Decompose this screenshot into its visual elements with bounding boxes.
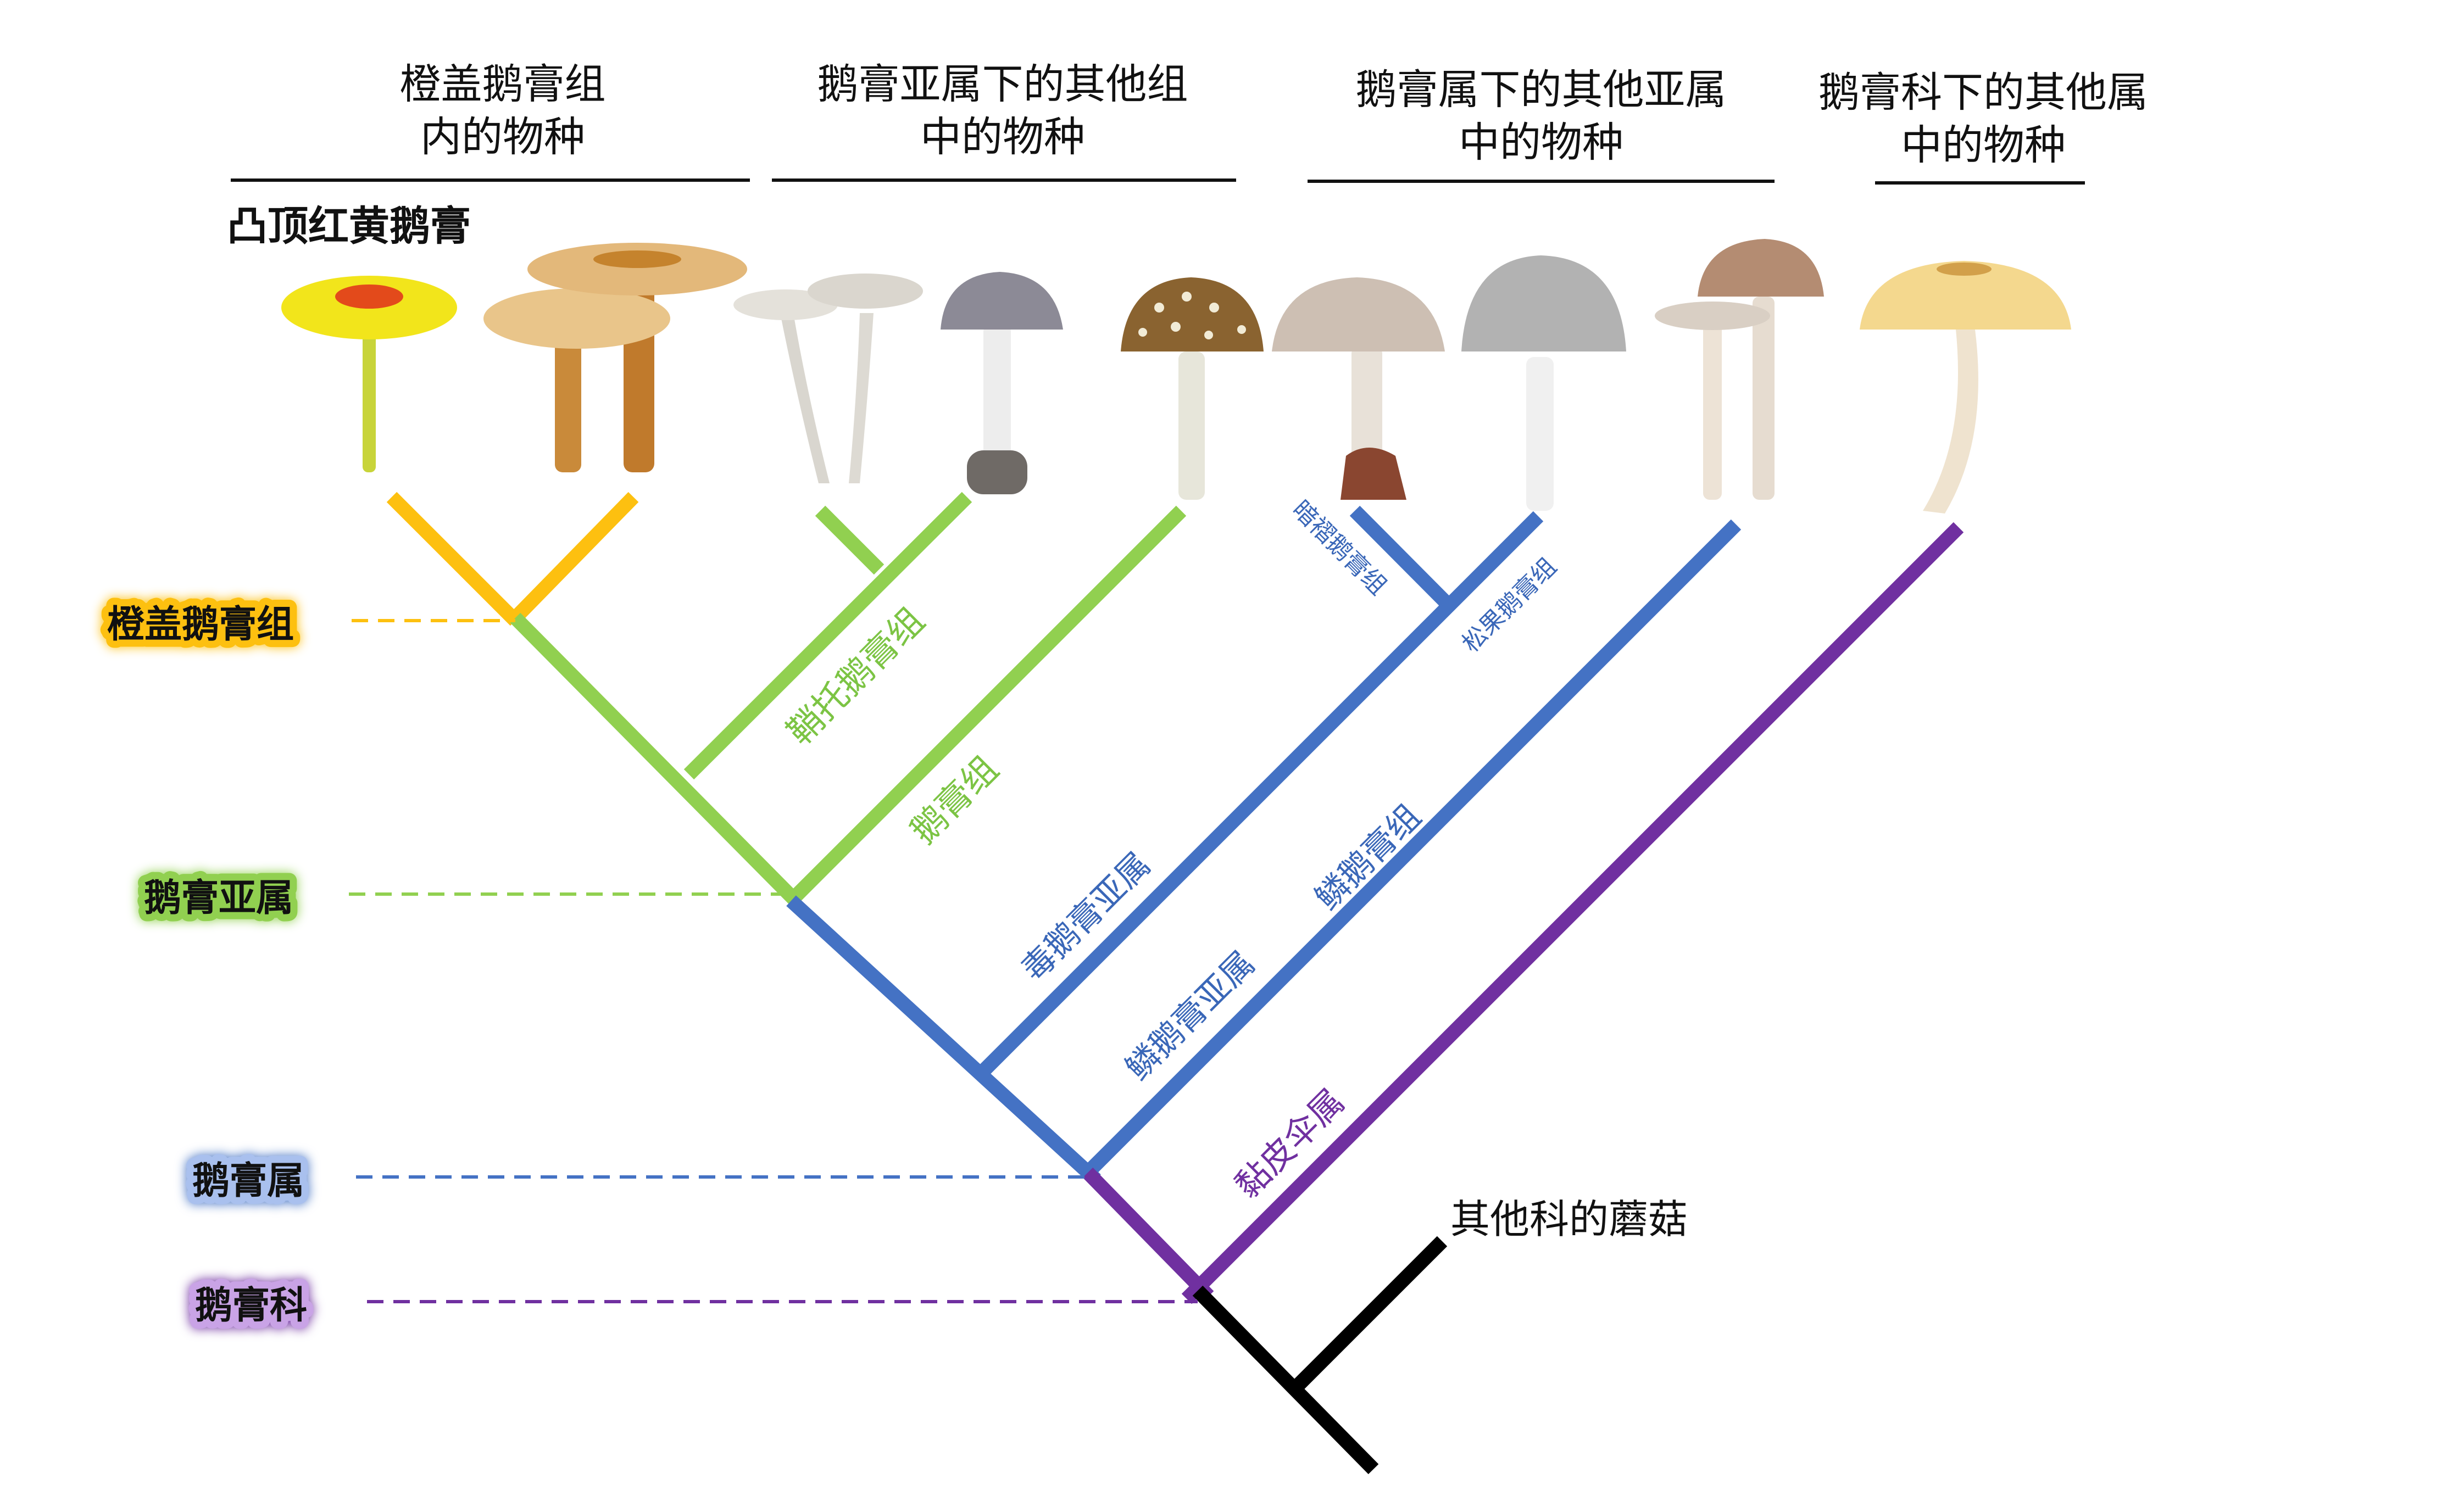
branch-label-validae: 暗褶鹅膏组 (1287, 495, 1392, 601)
branch-blue-strobiliformes (972, 511, 1544, 1082)
branch-blue-validae (1349, 505, 1453, 610)
branch-purple-limacella (1181, 522, 1964, 1304)
rank-label-section: 橙盖鹅膏组 (107, 603, 294, 646)
branch-green-stem (510, 612, 801, 906)
column-header-4-line1: 鹅膏科下的其他属 (1818, 68, 2148, 116)
column-header-1: 橙盖鹅膏组 内的物种 (255, 58, 750, 163)
rank-label-family: 鹅膏科 (195, 1284, 307, 1327)
column-header-3-line2: 中的物种 (1458, 118, 1623, 166)
rank-connectors (349, 619, 1198, 1303)
column-header-2-rule (772, 178, 1236, 182)
column-header-1-rule (231, 178, 750, 182)
branch-black-outgroup (1291, 1236, 1448, 1392)
branch-purple-stem (1082, 1167, 1214, 1302)
column-header-2: 鹅膏亚属下的其他组 中的物种 (755, 58, 1250, 163)
mushroom-photo-icon (1860, 261, 2071, 514)
mushroom-photo-icon (733, 274, 923, 483)
column-header-1-line2: 内的物种 (420, 113, 585, 161)
column-header-3-line1: 鹅膏属下的其他亚属 (1355, 65, 1727, 114)
rank-label-subgenus: 鹅膏亚属 (144, 877, 293, 920)
branch-green-amanita (786, 505, 1187, 906)
mushroom-photo-icon (1272, 277, 1445, 500)
branch-orange-right (510, 492, 639, 623)
branch-blue-lepidella (1082, 519, 1742, 1178)
column-header-4-rule (1875, 181, 2085, 185)
column-header-2-line1: 鹅膏亚属下的其他组 (817, 60, 1188, 108)
mushroom-photo-icon (941, 272, 1063, 494)
branch-black-stem (1192, 1285, 1379, 1475)
mushroom-photo-icon (1655, 239, 1824, 500)
branch-green-vaginatae-right (683, 492, 972, 780)
mushroom-photo-icon (1461, 255, 1626, 511)
column-header-3-rule (1308, 180, 1775, 183)
featured-species-label: 凸顶红黄鹅膏 (227, 203, 471, 250)
mushroom-photo-icon (281, 276, 457, 472)
branch-label-vaginatae: 鞘托鹅膏组 (780, 600, 933, 754)
column-header-2-line2: 中的物种 (920, 113, 1085, 161)
branch-orange-left (386, 492, 521, 626)
branch-label-strobiliformes: 松果鹅膏组 (1457, 553, 1562, 658)
column-header-4-line2: 中的物种 (1900, 121, 2066, 169)
rank-label-genus: 鹅膏属 (192, 1159, 304, 1203)
mushroom-photo-icon (1121, 277, 1264, 500)
branch-blue-stem (786, 895, 1101, 1185)
branch-green-vaginatae-left (815, 505, 885, 575)
column-header-3: 鹅膏属下的其他亚属 中的物种 (1294, 63, 1788, 169)
tree-branches (386, 492, 1964, 1475)
mushroom-photo-icon (483, 243, 747, 472)
column-header-1-line1: 橙盖鹅膏组 (399, 60, 606, 108)
column-header-4: 鹅膏科下的其他属 中的物种 (1736, 66, 2231, 171)
outgroup-label: 其他科的蘑菇 (1450, 1196, 1688, 1242)
